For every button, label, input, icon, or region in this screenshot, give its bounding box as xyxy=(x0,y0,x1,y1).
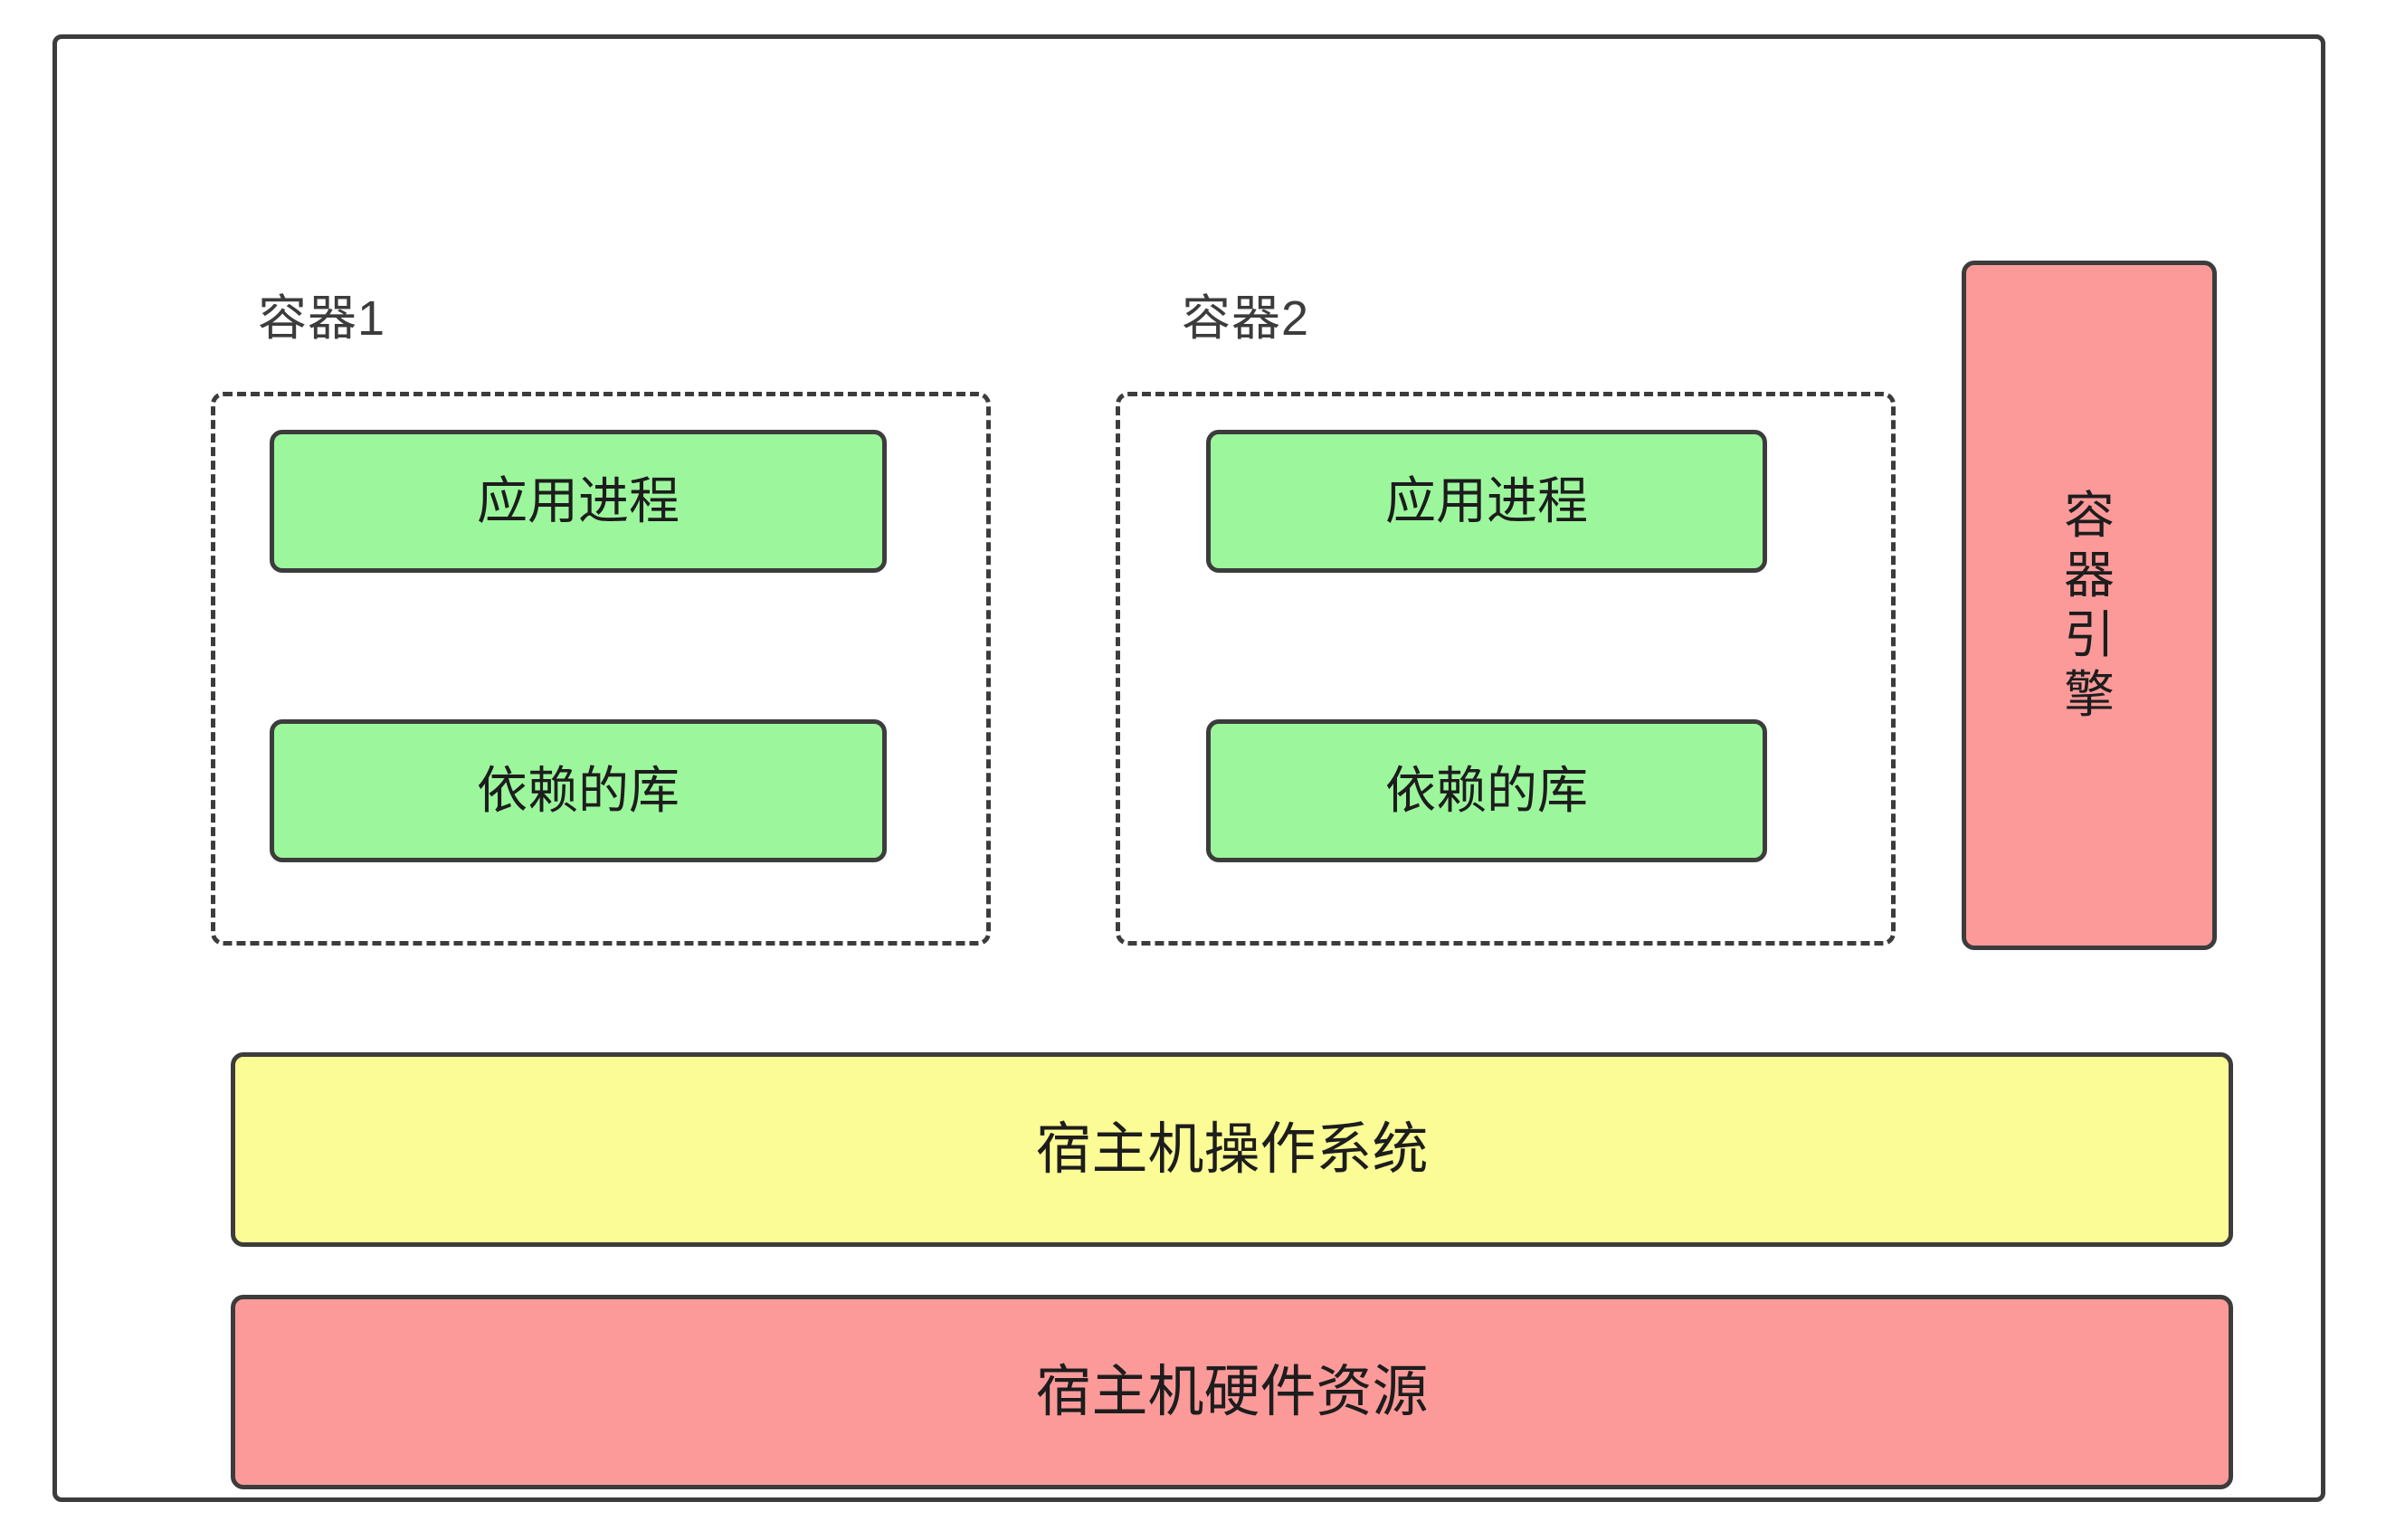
container-1-app-process-label: 应用进程 xyxy=(477,471,680,529)
container-engine-char-3: 引 xyxy=(2064,606,2115,663)
container-2-boundary xyxy=(1116,392,1896,946)
container-1-boundary xyxy=(211,392,991,946)
container-engine-box: 容 器 引 擎 xyxy=(1962,261,2217,950)
container-2-dependency-library-box: 依赖的库 xyxy=(1206,719,1767,862)
container-engine-char-2: 器 xyxy=(2064,546,2115,604)
container-2-dependency-library-label: 依赖的库 xyxy=(1385,761,1588,819)
host-machine-frame: 容器1 应用进程 依赖的库 容器2 应用进程 依赖的库 容 器 引 擎 宿主机操… xyxy=(52,34,2325,1502)
container-1-app-process-box: 应用进程 xyxy=(270,430,887,573)
host-hardware-resources-label: 宿主机硬件资源 xyxy=(1035,1360,1429,1423)
container-2-app-process-box: 应用进程 xyxy=(1206,430,1767,573)
container-1-caption: 容器1 xyxy=(258,291,386,346)
container-2-caption: 容器2 xyxy=(1182,291,1310,346)
container-1-dependency-library-label: 依赖的库 xyxy=(477,761,680,819)
container-1-dependency-library-box: 依赖的库 xyxy=(270,719,887,862)
container-engine-char-1: 容 xyxy=(2064,486,2115,544)
host-operating-system-label: 宿主机操作系统 xyxy=(1035,1117,1429,1181)
container-engine-char-4: 擎 xyxy=(2064,666,2115,724)
host-hardware-resources-box: 宿主机硬件资源 xyxy=(231,1295,2233,1489)
host-operating-system-box: 宿主机操作系统 xyxy=(231,1052,2233,1247)
container-2-app-process-label: 应用进程 xyxy=(1385,471,1588,529)
